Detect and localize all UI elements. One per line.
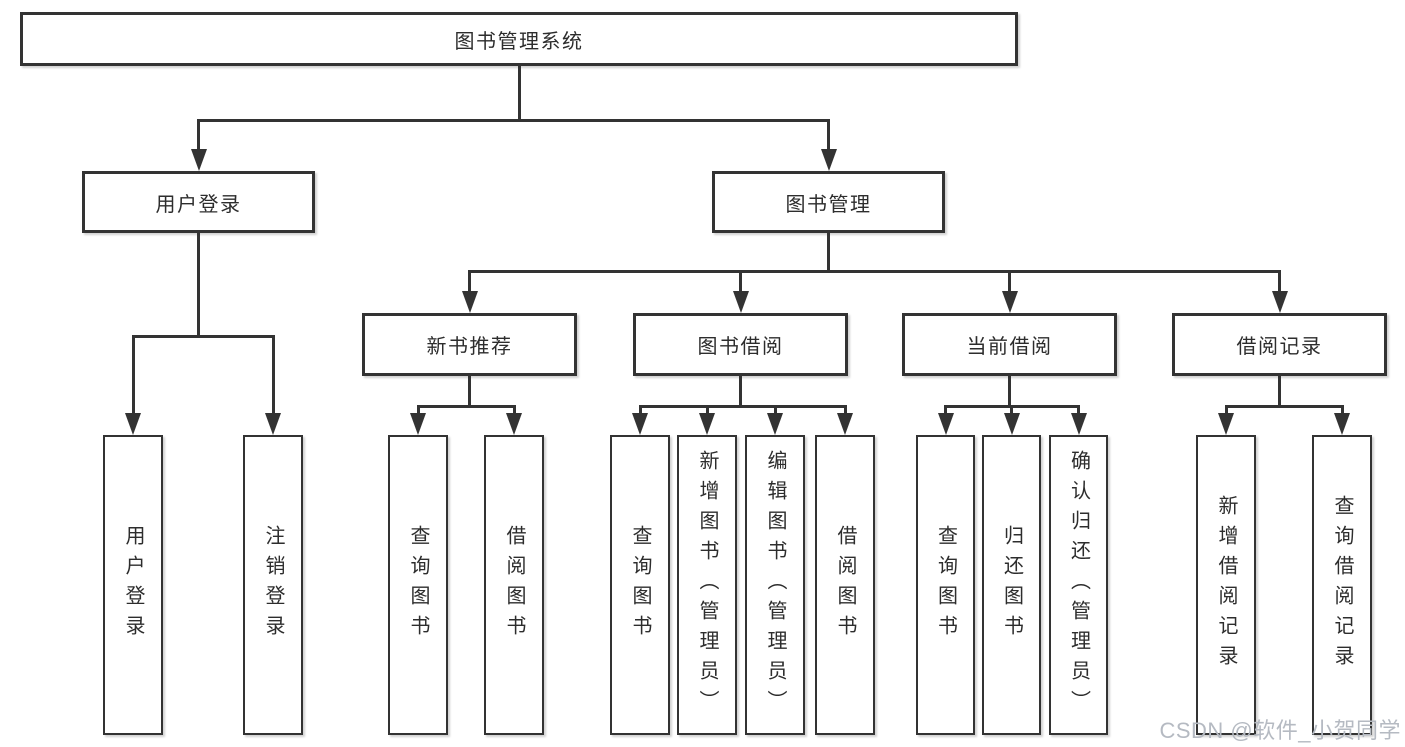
connector-line xyxy=(739,270,742,295)
node-label: 查询图书 xyxy=(934,525,957,645)
leaf-confirm-return-admin: 确认归还（管理员） xyxy=(1049,435,1108,735)
connector-line xyxy=(705,405,709,417)
node-borrowing-records: 借阅记录 xyxy=(1172,313,1387,376)
connector-line xyxy=(1278,270,1281,295)
connector-line xyxy=(197,119,830,122)
leaf-add-books-admin: 新增图书（管理员） xyxy=(677,435,737,735)
connector-line xyxy=(1224,405,1344,408)
node-root-library-management-system: 图书管理系统 xyxy=(20,12,1018,66)
arrowhead-down-icon xyxy=(837,413,853,435)
connector-line xyxy=(416,405,516,408)
connector-line xyxy=(1340,405,1344,417)
connector-line xyxy=(1278,374,1281,407)
node-label: 新增图书（管理员） xyxy=(696,450,718,720)
node-new-book-recommendation: 新书推荐 xyxy=(362,313,577,376)
arrowhead-down-icon xyxy=(125,413,141,435)
connector-line xyxy=(638,405,642,417)
leaf-logout: 注销登录 xyxy=(243,435,303,735)
leaf-query-books-current: 查询图书 xyxy=(916,435,975,735)
arrowhead-down-icon xyxy=(1218,413,1234,435)
node-label: 确认归还（管理员） xyxy=(1067,450,1090,720)
leaf-borrow-books: 借阅图书 xyxy=(815,435,875,735)
connector-line xyxy=(944,405,947,417)
node-label: 图书管理系统 xyxy=(454,30,584,53)
node-label: 借阅图书 xyxy=(503,525,525,645)
arrowhead-down-icon xyxy=(461,291,478,313)
node-label: 注销登录 xyxy=(262,525,284,645)
node-label: 用户登录 xyxy=(122,525,144,645)
arrowhead-down-icon xyxy=(820,149,837,171)
csdn-watermark: CSDN @软件_小贺同学 xyxy=(1159,718,1401,743)
connector-line xyxy=(196,230,200,337)
arrowhead-down-icon xyxy=(410,413,426,435)
leaf-query-books-borrowing: 查询图书 xyxy=(610,435,670,735)
connector-line xyxy=(131,335,275,338)
node-book-borrowing: 图书借阅 xyxy=(633,313,848,376)
node-label: 新书推荐 xyxy=(426,336,513,358)
node-label: 归还图书 xyxy=(1000,525,1023,645)
connector-line xyxy=(517,66,521,122)
leaf-borrow-books-recommend: 借阅图书 xyxy=(484,435,544,735)
connector-line xyxy=(1010,405,1013,417)
node-label: 当前借阅 xyxy=(966,336,1053,358)
connector-line xyxy=(1008,270,1011,295)
leaf-user-login: 用户登录 xyxy=(103,435,163,735)
connector-line xyxy=(739,374,742,407)
node-label: 图书管理 xyxy=(785,193,872,216)
node-label: 借阅图书 xyxy=(834,525,856,645)
leaf-edit-books-admin: 编辑图书（管理员） xyxy=(745,435,805,735)
leaf-return-books: 归还图书 xyxy=(982,435,1041,735)
leaf-query-books-recommend: 查询图书 xyxy=(388,435,448,735)
leaf-query-borrow-record: 查询借阅记录 xyxy=(1312,435,1372,735)
connector-line xyxy=(131,335,135,417)
node-label: 查询图书 xyxy=(629,525,651,645)
connector-line xyxy=(416,405,420,417)
connector-line xyxy=(197,119,200,153)
arrowhead-down-icon xyxy=(1334,413,1350,435)
connector-line xyxy=(468,374,471,407)
connector-line xyxy=(638,405,847,408)
arrowhead-down-icon xyxy=(265,413,281,435)
arrowhead-down-icon xyxy=(1070,413,1087,435)
node-book-management: 图书管理 xyxy=(712,171,945,233)
arrowhead-down-icon xyxy=(767,413,783,435)
node-label: 查询图书 xyxy=(407,525,429,645)
arrowhead-down-icon xyxy=(506,413,522,435)
connector-line xyxy=(468,270,1281,273)
node-label: 新增借阅记录 xyxy=(1215,495,1237,675)
node-label: 用户登录 xyxy=(155,193,242,216)
arrowhead-down-icon xyxy=(1003,413,1020,435)
connector-line xyxy=(512,405,516,417)
node-label: 编辑图书（管理员） xyxy=(764,450,786,720)
arrowhead-down-icon xyxy=(1001,291,1018,313)
node-label: 图书借阅 xyxy=(697,336,784,358)
arrowhead-down-icon xyxy=(632,413,648,435)
connector-line xyxy=(1224,405,1228,417)
connector-line xyxy=(827,119,830,153)
node-current-borrowing: 当前借阅 xyxy=(902,313,1117,376)
connector-line xyxy=(468,270,471,295)
node-label: 查询借阅记录 xyxy=(1331,495,1353,675)
arrowhead-down-icon xyxy=(190,149,207,171)
arrowhead-down-icon xyxy=(732,291,749,313)
connector-line xyxy=(271,335,275,417)
arrowhead-down-icon xyxy=(699,413,715,435)
arrowhead-down-icon xyxy=(1271,291,1288,313)
connector-line xyxy=(1008,374,1011,407)
node-label: 借阅记录 xyxy=(1236,336,1323,358)
connector-line xyxy=(826,230,830,273)
node-user-login: 用户登录 xyxy=(82,171,315,233)
leaf-add-borrow-record: 新增借阅记录 xyxy=(1196,435,1256,735)
connector-line xyxy=(843,405,847,417)
connector-line xyxy=(773,405,777,417)
arrowhead-down-icon xyxy=(937,413,954,435)
connector-line xyxy=(1077,405,1080,417)
